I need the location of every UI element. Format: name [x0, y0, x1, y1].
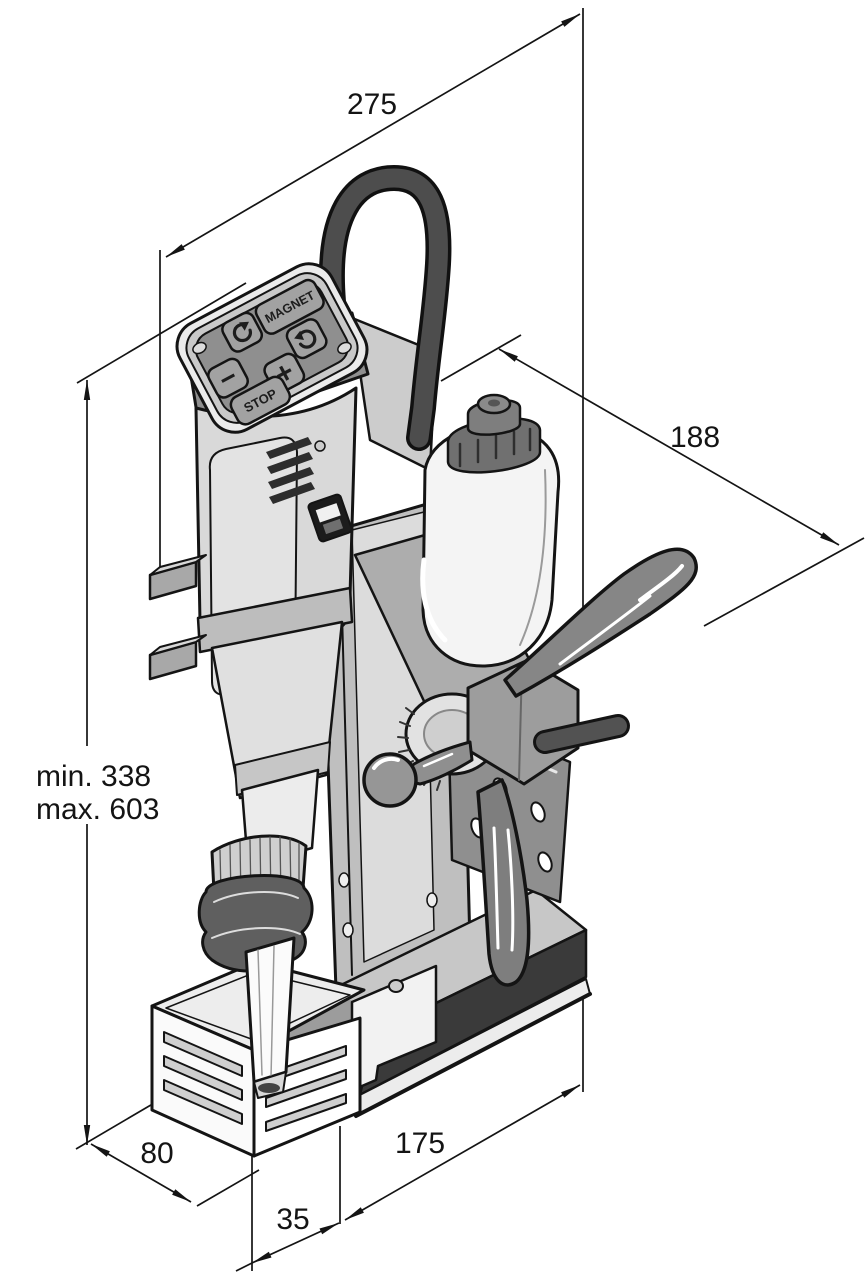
coolant-tank — [420, 393, 561, 668]
rotate-left-button — [221, 311, 264, 353]
rotate-left-icon — [232, 321, 253, 343]
dimension-line-275 — [165, 13, 581, 258]
rotate-right-button — [285, 318, 328, 360]
dim-label-top-width: 275 — [347, 88, 397, 121]
dimension-line-35-tail — [235, 1262, 253, 1272]
guard-slots-left — [163, 1031, 243, 1125]
minus-button: − — [207, 357, 249, 399]
dim-label-spindle-offset: 35 — [276, 1203, 309, 1236]
dimension-line-35 — [251, 1222, 340, 1264]
dimension-line-80 — [90, 1143, 192, 1203]
housing-screw — [314, 440, 326, 452]
core-drill-bit — [244, 936, 296, 1084]
panel-screw — [192, 341, 207, 355]
dimension-line-188 — [498, 348, 840, 546]
brand-badge — [307, 493, 353, 543]
extension-line-188-far — [703, 537, 865, 627]
panel-screw — [337, 341, 352, 355]
crank-handle-down — [476, 778, 531, 987]
dimension-line-175 — [344, 1084, 581, 1221]
stub-handle — [536, 717, 627, 751]
crank-handle-long — [503, 547, 698, 698]
base-bolt — [388, 979, 404, 993]
vent-slots — [266, 437, 315, 504]
dim-label-guard-width: 80 — [140, 1137, 173, 1170]
chuck-and-bit — [197, 834, 314, 1099]
control-panel: MAGNET − — [175, 262, 369, 434]
dim-label-height-max: max. 603 — [36, 793, 159, 826]
dim-label-depth: 188 — [670, 421, 720, 454]
crank-handle-ball — [362, 740, 474, 808]
dimension-labels: 275 188 min. 338 max. 603 80 35 175 — [36, 88, 720, 1236]
power-cable — [319, 165, 452, 451]
extension-line-height-top — [76, 282, 247, 384]
extension-line-188-near — [440, 334, 522, 382]
extension-line-80-right — [196, 1169, 260, 1207]
dim-label-base-length: 175 — [395, 1127, 445, 1160]
dim-label-height-min: min. 338 — [36, 760, 151, 793]
rotate-right-icon — [294, 329, 317, 349]
mounting-pegs — [148, 554, 207, 681]
feed-crank — [362, 547, 698, 987]
stop-button: STOP — [229, 375, 292, 426]
machine-illustration: MAGNET − — [148, 165, 698, 1158]
